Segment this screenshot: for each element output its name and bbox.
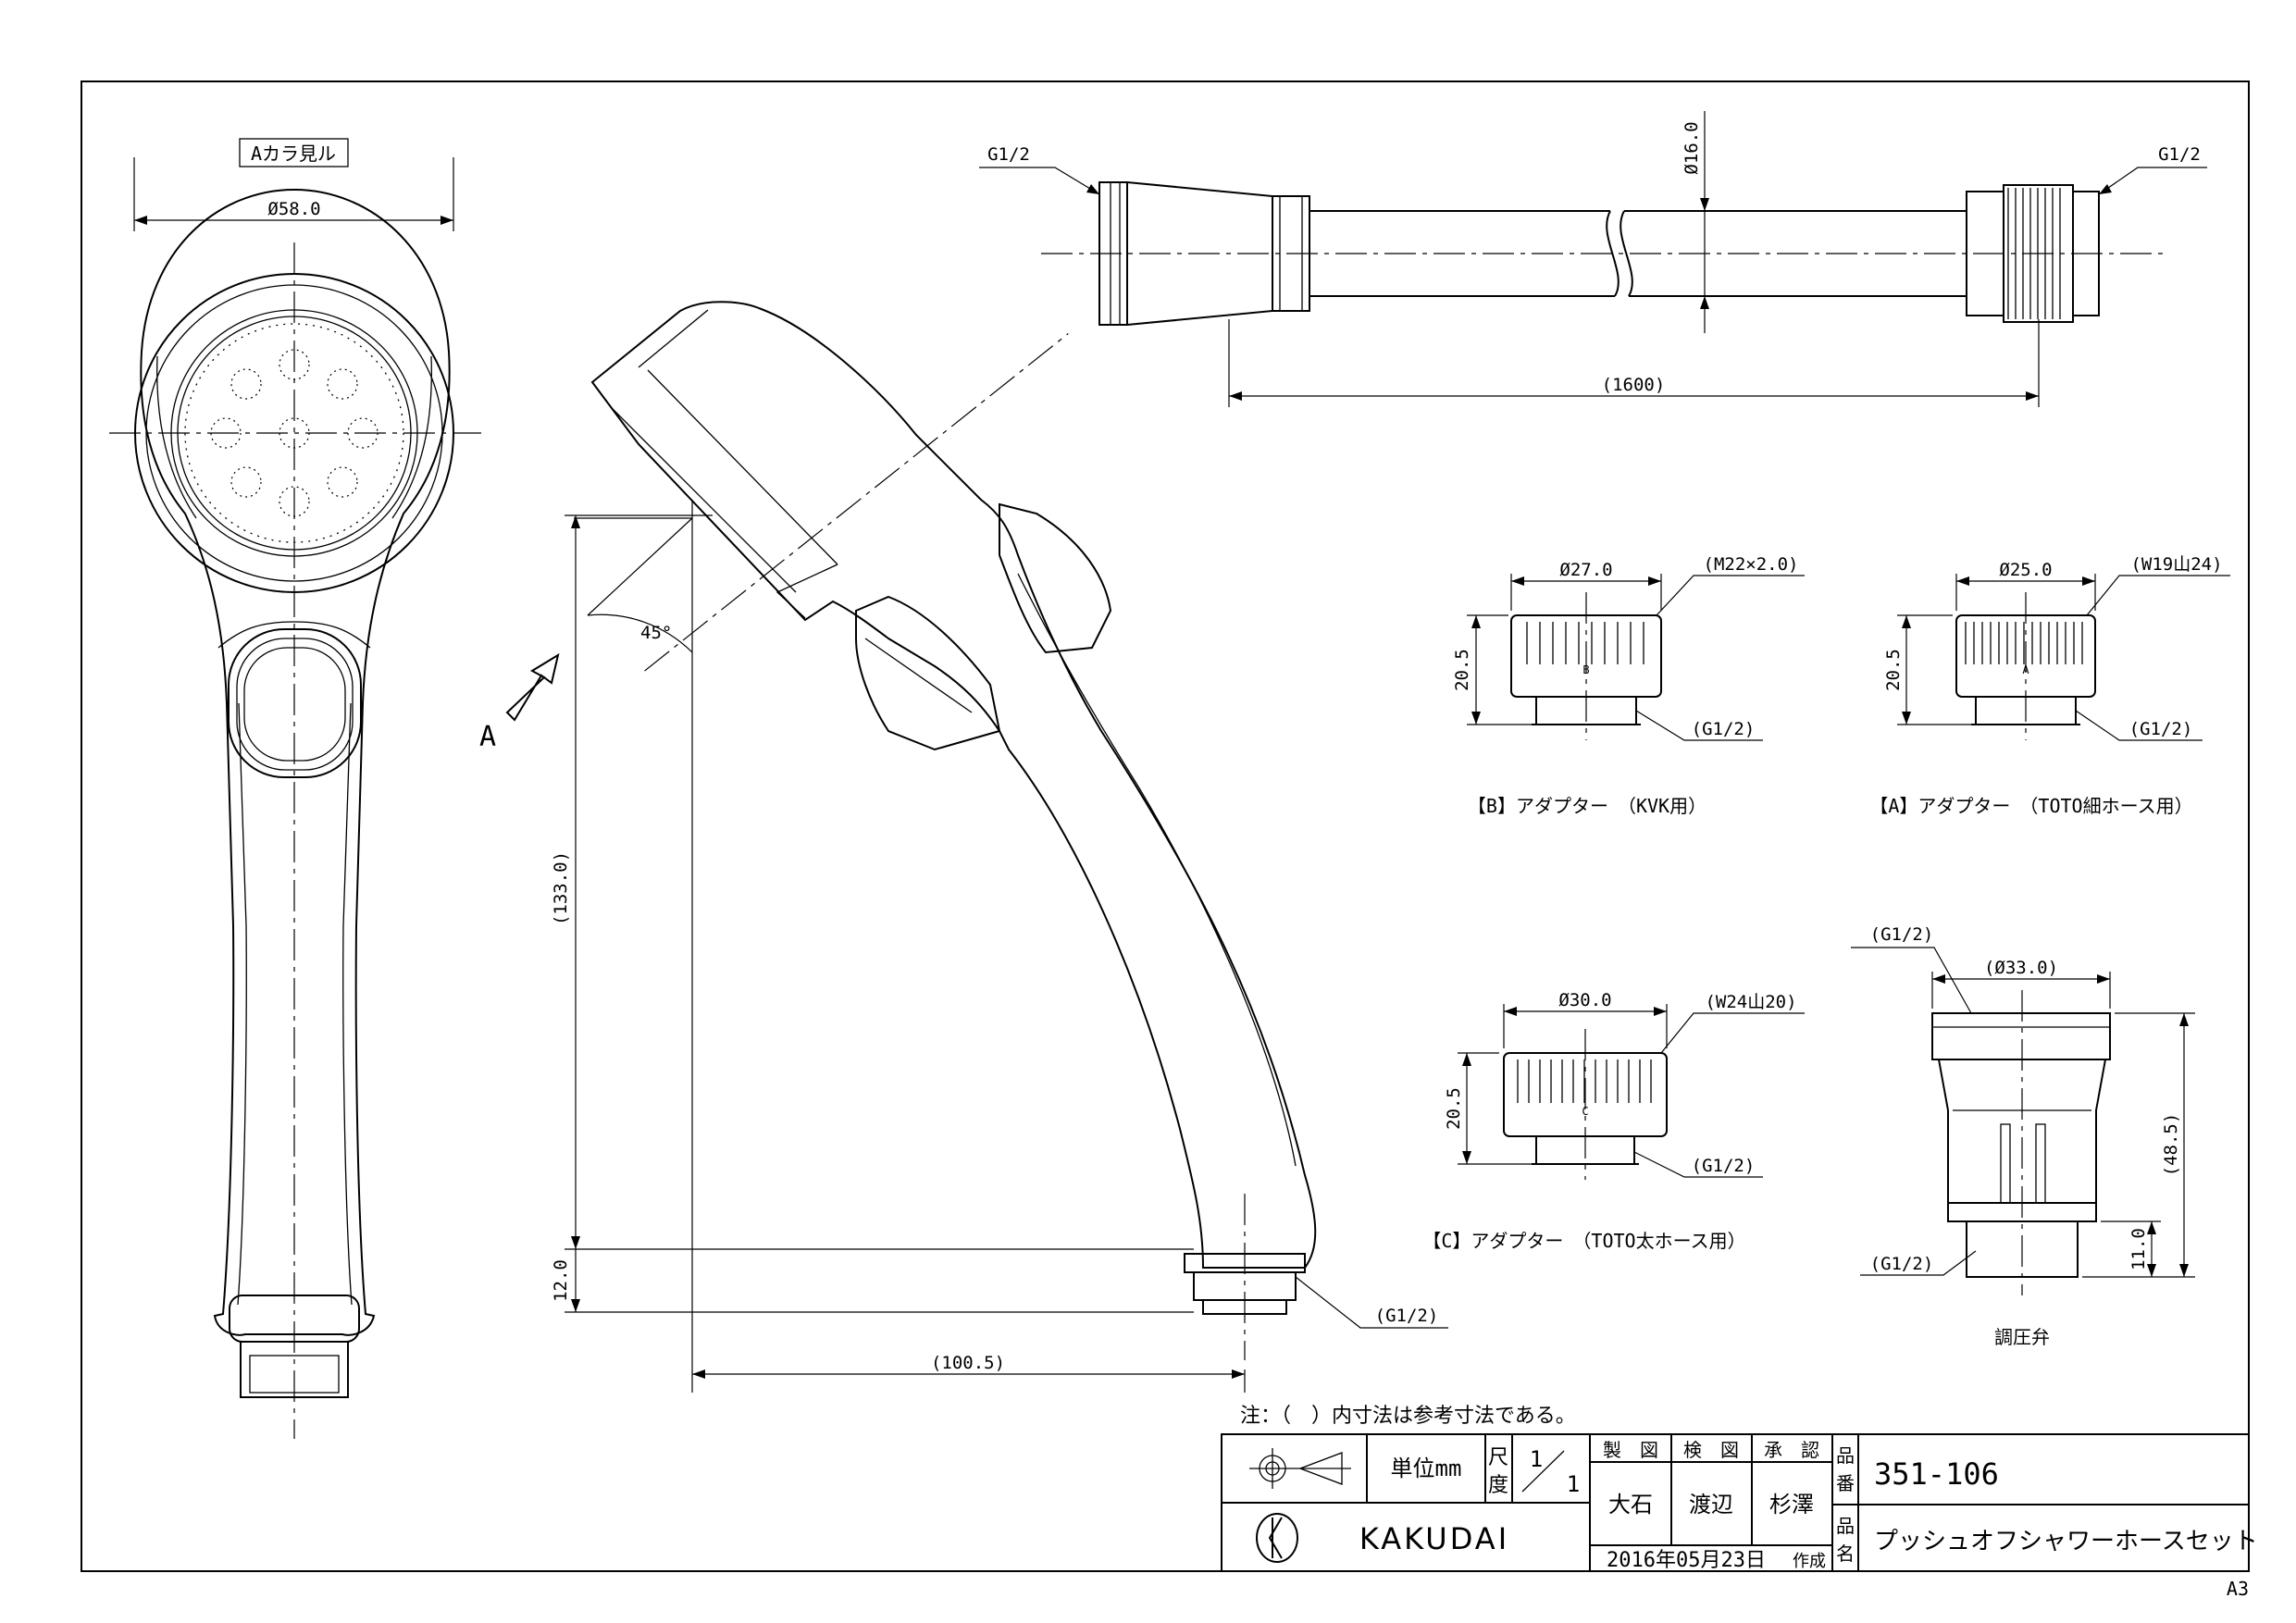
adapter-b-outlet: (G1/2) [1692,719,1756,739]
adapter-a-outlet: (G1/2) [2129,719,2193,739]
adapter-c-dia: Ø30.0 [1558,990,1611,1010]
part-number: 351-106 [1874,1456,1999,1492]
valve-caption: 調圧弁 [1994,1326,2050,1348]
valve-top-thread: (G1/2) [1870,924,1934,945]
adapter-b-height: 20.5 [1452,649,1472,691]
number-label-2: 番 [1836,1472,1855,1494]
scale-den: 1 [1567,1471,1580,1497]
note: 注：（ ）内寸法は参考寸法である。 [1240,1405,1576,1428]
title-block: 単位mm 尺 度 1 1 製 図 検 図 承 認 大石 渡辺 杉澤 品 番 品 … [1221,1433,2258,1572]
arrow-label: A [479,721,496,753]
sheet-size: A3 [2227,1578,2249,1600]
name-label-1: 品 [1836,1515,1855,1537]
unit-label: 単位mm [1391,1456,1462,1481]
dim-thread-left: G1/2 [987,144,1030,165]
name-label-2: 名 [1836,1542,1855,1565]
adapter-c-mark: C [1582,1105,1588,1118]
dim-hose-length: (1600) [1602,375,1666,395]
sheet-border [81,81,2250,1572]
view-label: Aカラ見ル [251,142,336,165]
dim-thread-right: G1/2 [2158,144,2201,165]
approved-by: 杉澤 [1769,1492,1814,1518]
hose-view: Ø16.0 (1600) G1/2 G1/2 [979,111,2207,407]
drawn-by: 大石 [1608,1492,1653,1518]
adapter-c-thread: (W24山20) [1705,992,1796,1012]
adapter-a-thread: (W19山24) [2130,554,2222,575]
scale-num: 1 [1530,1446,1543,1472]
adapter-c-height: 20.5 [1444,1087,1464,1130]
company-name: KAKUDAI [1359,1521,1509,1556]
dim-height-total: (133.0) [551,851,571,925]
number-label-1: 品 [1836,1444,1855,1467]
dim-width: (100.5) [931,1353,1005,1373]
pressure-valve: (Ø33.0) (G1/2) (48.5) 11.0 (G1/2) 調圧弁 [1851,924,2195,1348]
adapter-b-caption: 【B】アダプター （KVK用） [1468,795,1706,817]
adapter-c-caption: 【C】アダプター （TOTO太ホース用） [1422,1230,1745,1252]
date-suffix: 作成 [1793,1552,1826,1571]
product-name: プッシュオフシャワーホースセット [1874,1528,2258,1555]
adapter-c-outlet: (G1/2) [1692,1156,1756,1176]
checked-label: 検 図 [1683,1439,1739,1461]
date: 2016年05月23日 [1607,1549,1766,1572]
side-view: A 45° (133.0) 12.0 [479,301,1448,1393]
front-view: Aカラ見ル Ø58.0 [109,138,481,1439]
valve-bottom-thread: (G1/2) [1870,1254,1934,1274]
checked-by: 渡辺 [1689,1492,1733,1518]
company-logo: KAKUDAI [1256,1513,1509,1563]
scale-label-2: 度 [1488,1474,1508,1497]
valve-small: 11.0 [2128,1228,2149,1270]
adapter-b-dia: Ø27.0 [1559,560,1612,580]
adapter-a-caption: 【A】アダプター （TOTO細ホース用） [1869,795,2192,817]
dim-height-small: 12.0 [551,1259,571,1302]
approved-label: 承 認 [1764,1439,1819,1461]
adapter-a: A Ø25.0 (W19山24) 20.5 (G1/2) 【A】アダプター （T… [1869,554,2230,817]
valve-dia: (Ø33.0) [1984,958,2058,978]
dim-thread-handle: (G1/2) [1375,1306,1439,1326]
adapter-b-thread: (M22×2.0) [1704,554,1799,575]
adapter-c: C Ø30.0 (W24山20) 20.5 (G1/2) 【C】アダプター （T… [1422,990,1805,1252]
adapter-a-height: 20.5 [1883,649,1904,691]
valve-height: (48.5) [2161,1113,2181,1177]
angle-label: 45° [640,623,672,643]
adapter-b: B Ø27.0 (M22×2.0) 20.5 (G1/2) 【B】アダプター （… [1452,554,1805,817]
datum-symbol [1249,1448,1351,1489]
drawn-label: 製 図 [1603,1439,1658,1461]
dim-head-dia: Ø58.0 [267,199,320,219]
dim-hose-dia: Ø16.0 [1682,121,1702,174]
adapter-a-dia: Ø25.0 [1999,560,2052,580]
scale-label-1: 尺 [1488,1446,1508,1469]
view-label-box [239,138,349,167]
